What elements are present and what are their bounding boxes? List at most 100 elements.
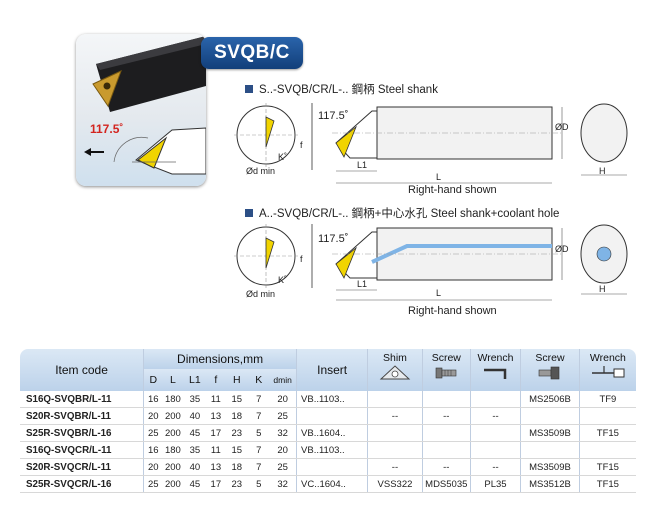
header-screw-2: Screw <box>520 349 580 391</box>
cell-dim-d: 20 <box>143 458 163 476</box>
cell-screw-2: MS3509B <box>520 424 580 442</box>
header-screw-1: Screw <box>421 349 471 391</box>
cell-item-code: S25R-SVQBR/L-16 <box>20 424 144 442</box>
header-dim-dmin: dmin <box>269 369 297 391</box>
bullet-square-icon <box>245 209 253 217</box>
cell-item-code: S20R-SVQBR/L-11 <box>20 407 144 425</box>
cell-dim-l: 200 <box>162 424 184 442</box>
cell-dim-l1: 40 <box>183 407 207 425</box>
label-d-1: ØD <box>555 122 569 132</box>
torx-wrench-icon <box>591 366 625 378</box>
cell-dim-l: 180 <box>162 441 184 459</box>
cell-dim-dmin: 32 <box>269 424 297 442</box>
caption-right-hand-1: Right-hand shown <box>408 184 497 196</box>
cell-shim <box>367 441 423 459</box>
cell-dim-h: 15 <box>225 391 249 408</box>
cell-shim <box>367 391 423 408</box>
cell-shim <box>367 424 423 442</box>
cell-screw-1: -- <box>421 458 471 476</box>
cell-dim-l: 200 <box>162 407 184 425</box>
cell-dim-h: 18 <box>225 458 249 476</box>
cell-dim-f: 17 <box>206 424 226 442</box>
cell-wrench-2: TF9 <box>578 391 636 408</box>
cell-insert <box>296 458 368 476</box>
angle-label-1: 117.5˚ <box>318 110 349 122</box>
header-dim-f: f <box>206 369 226 391</box>
cell-dim-k: 7 <box>248 391 270 408</box>
cell-dim-h: 15 <box>225 441 249 459</box>
angle-label-2: 117.5˚ <box>318 233 349 245</box>
header-wrench-2: Wrench <box>578 349 636 391</box>
cell-screw-2: MS2506B <box>520 391 580 408</box>
header-dim-d: D <box>143 369 163 391</box>
cell-dim-l: 200 <box>162 458 184 476</box>
cell-insert <box>296 407 368 425</box>
label-dmin-2: Ød min <box>246 289 276 299</box>
header-dim-k: K <box>248 369 270 391</box>
cell-dim-k: 7 <box>248 407 270 425</box>
label-h-1: H <box>599 166 606 176</box>
header-insert: Insert <box>296 349 368 391</box>
cell-dim-l1: 35 <box>183 441 207 459</box>
hero-product-image: 117.5˚ <box>76 34 206 186</box>
cell-wrench-2: TF15 <box>578 475 636 493</box>
cell-dim-dmin: 20 <box>269 441 297 459</box>
cell-dim-dmin: 32 <box>269 475 297 493</box>
cell-wrench-1 <box>469 441 521 459</box>
cell-insert: VC..1604.. <box>296 475 368 493</box>
allen-wrench-icon <box>483 368 506 379</box>
label-l1-2: L1 <box>357 279 368 289</box>
screw-icon <box>435 367 457 379</box>
spec-table: Item code Dimensions,mm Insert Shim Scre… <box>20 349 636 493</box>
cell-dim-f: 11 <box>206 391 226 408</box>
diagram-coolant-shank <box>234 224 628 301</box>
cell-insert: VB..1604.. <box>296 424 368 442</box>
cell-screw-2 <box>520 441 580 459</box>
cell-wrench-1: -- <box>469 407 521 425</box>
cell-dim-f: 13 <box>206 458 226 476</box>
hero-angle-label: 117.5˚ <box>90 122 124 136</box>
cell-dim-l: 180 <box>162 391 184 408</box>
cell-dim-k: 7 <box>248 458 270 476</box>
cell-dim-dmin: 25 <box>269 407 297 425</box>
cell-shim: VSS322 <box>367 475 423 493</box>
cell-dim-d: 16 <box>143 391 163 408</box>
cell-dim-l1: 35 <box>183 391 207 408</box>
cell-dim-d: 16 <box>143 441 163 459</box>
cell-item-code: S16Q-SVQBR/L-11 <box>20 391 144 408</box>
label-d-2: ØD <box>555 244 569 254</box>
cell-wrench-1: -- <box>469 458 521 476</box>
cell-wrench-2: TF15 <box>578 458 636 476</box>
section-title-steel-shank: S..-SVQB/CR/L-.. 鋼柄 Steel shank <box>245 81 438 97</box>
cell-dim-f: 11 <box>206 441 226 459</box>
label-f-1: f <box>300 140 303 150</box>
cell-wrench-1 <box>469 391 521 408</box>
cell-wrench-1: PL35 <box>469 475 521 493</box>
section-title-coolant-hole: A..-SVQB/CR/L-.. 鋼柄+中心水孔 Steel shank+coo… <box>245 205 559 221</box>
cell-item-code: S20R-SVQCR/L-11 <box>20 458 144 476</box>
label-dmin-1: Ød min <box>246 166 276 176</box>
boring-bar-illustration <box>84 36 206 175</box>
cell-dim-l1: 40 <box>183 458 207 476</box>
header-wrench-1: Wrench <box>469 349 521 391</box>
header-dim-l: L <box>162 369 184 391</box>
header-shim: Shim <box>367 349 423 391</box>
label-k-1: K˚ <box>278 152 287 162</box>
label-h-2: H <box>599 284 606 294</box>
label-k-2: K˚ <box>278 275 287 285</box>
cell-dim-k: 5 <box>248 424 270 442</box>
cell-dim-d: 25 <box>143 424 163 442</box>
cell-screw-1: -- <box>421 407 471 425</box>
header-item-code: Item code <box>20 349 144 391</box>
cell-dim-h: 23 <box>225 475 249 493</box>
label-f-2: f <box>300 254 303 264</box>
cell-screw-2 <box>520 407 580 425</box>
caption-right-hand-2: Right-hand shown <box>408 305 497 317</box>
cell-wrench-2 <box>578 407 636 425</box>
